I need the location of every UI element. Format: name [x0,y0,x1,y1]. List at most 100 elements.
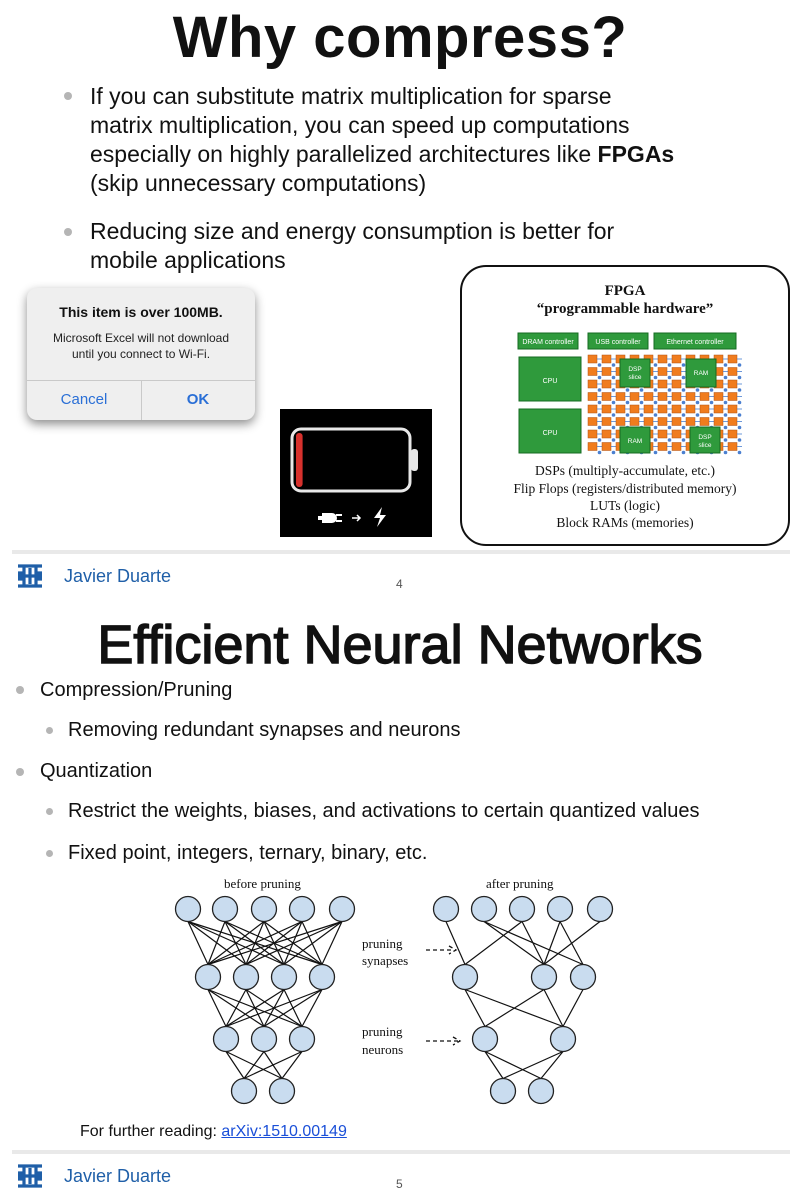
synapse [207,989,227,1027]
further-reading: For further reading: arXiv:1510.00149 [80,1123,347,1141]
bold-term: FPGAs [597,141,675,167]
bullet-dot [16,768,24,776]
plug-icon [318,513,342,523]
logic-block [587,429,598,439]
bullet-text: Quantization [40,760,153,782]
ok-button[interactable]: OK [186,391,210,408]
bullet-line: Reducing size and energy consumption is … [90,218,615,244]
ram-label: RAM [628,438,642,445]
cancel-button[interactable]: Cancel [60,391,108,408]
logic-block [671,367,682,376]
switch-box [639,388,644,392]
neuron [230,1077,258,1105]
synapse [484,1050,542,1080]
synapse [445,921,466,965]
logic-block [727,367,738,376]
dashed-arrow [426,945,458,955]
fpga-title: FPGA [604,283,646,299]
logic-block [685,392,696,401]
synapse [207,920,303,966]
logic-block [727,429,738,439]
switch-box [681,375,686,380]
switch-box [681,400,686,405]
pruning-neurons-label: neurons [362,1042,404,1057]
bullet-text: Compression/Pruning [40,679,233,701]
divider [141,380,142,420]
switch-box [625,388,630,392]
switch-box [667,400,672,405]
fermilab-logo-icon [18,564,42,588]
bullet-line: matrix multiplication, you can speed up … [90,112,630,138]
switch-box [611,363,616,367]
switch-box [709,388,714,392]
switch-box [737,363,742,367]
switch-box [723,400,728,405]
logic-block [727,442,738,451]
logic-block [657,429,668,439]
switch-box [597,413,602,417]
synapse [281,1051,303,1079]
logic-block [587,442,598,451]
logic-block [671,392,682,401]
neuron [569,963,597,991]
neuron [586,895,614,923]
logic-block [727,404,738,414]
logic-block [671,429,682,439]
switch-box [723,450,728,455]
switch-box [681,363,686,367]
fpga-figure: FPGA “programmable hardware” DRAM contro… [460,265,790,546]
slide-why-compress: Why compress? If you can substitute matr… [12,5,790,591]
logic-block [629,392,640,401]
switch-box [653,363,658,367]
switch-box [611,400,616,405]
switch-box [667,375,672,380]
switch-box [681,438,686,442]
fpga-chip-diagram: DRAM controller USB controller Ethernet … [517,332,742,455]
before-pruning-label: before pruning [224,876,301,891]
logic-block [713,404,724,414]
logic-block [685,417,696,426]
switch-box [723,375,728,380]
synapse [263,988,323,1028]
switch-box [611,425,616,430]
bullet-text: Fixed point, integers, ternary, binary, … [68,842,428,864]
switch-box [681,450,686,455]
logic-block [587,404,598,414]
arxiv-link[interactable]: arXiv:1510.00149 [221,1123,347,1140]
bullet-dot [16,686,24,694]
neuron [232,963,260,991]
switch-box [597,363,602,367]
logic-block [657,404,668,414]
logic-block [643,392,654,401]
bullet-text: If you can substitute matrix multiplicat… [90,82,770,198]
neuron [270,963,298,991]
dialog-message-line: Microsoft Excel will not download [52,331,230,345]
switch-box [611,450,616,455]
switch-box [737,388,742,392]
logic-block [601,404,612,414]
switch-box [653,438,658,442]
synapse [543,989,564,1027]
logic-block [727,417,738,426]
switch-box [723,388,728,392]
page-number: 5 [396,1177,403,1191]
logic-block [601,367,612,376]
switch-box [653,375,658,380]
synapse [464,921,523,965]
footer-divider [12,1150,790,1154]
cpu-label: CPU [543,378,558,385]
neuron [174,895,202,923]
synapse [225,988,323,1028]
switch-box [611,388,616,392]
synapse [245,920,343,966]
switch-box [611,438,616,442]
page-number: 4 [396,577,403,591]
switch-box [653,388,658,392]
neuron [546,895,574,923]
switch-box [681,388,686,392]
logic-block [699,404,710,414]
logic-block [671,442,682,451]
switch-box [723,438,728,442]
neuron [211,895,239,923]
ram-label: RAM [694,370,708,377]
